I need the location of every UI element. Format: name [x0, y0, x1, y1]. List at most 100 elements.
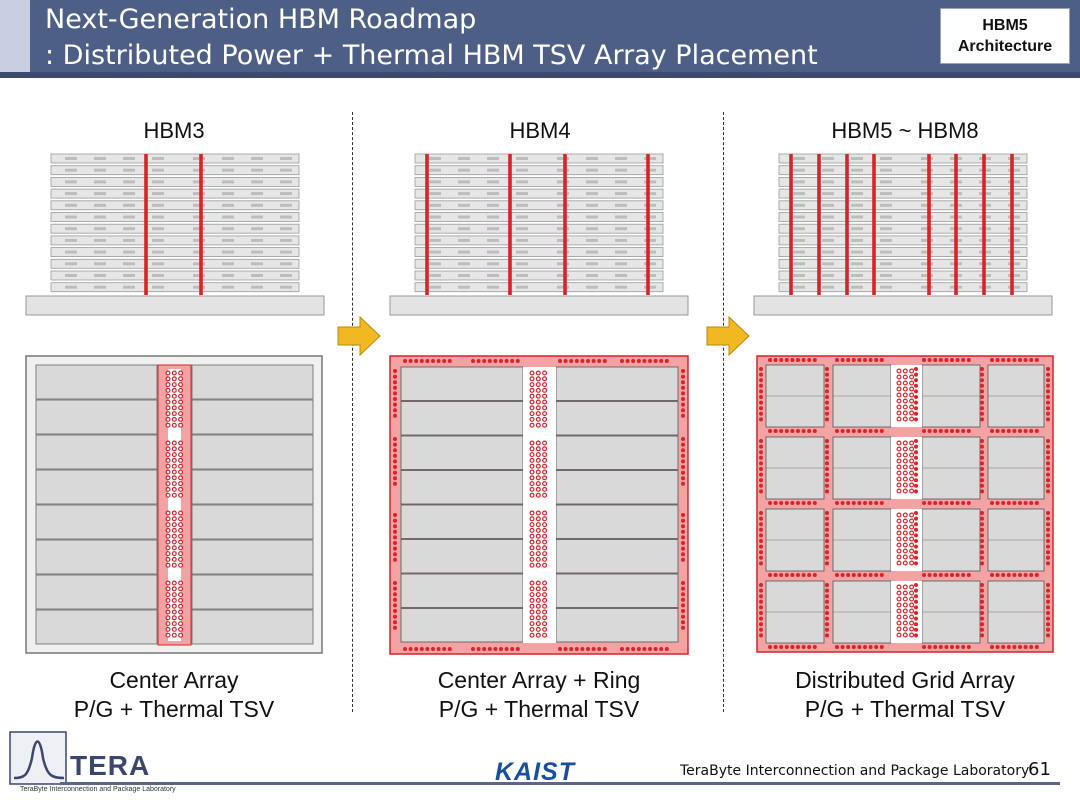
- memory-bank: [555, 539, 679, 574]
- memory-bank: [555, 470, 679, 505]
- tsv-via: [896, 554, 902, 560]
- tsv-via: [909, 392, 915, 398]
- tsv-via: [659, 359, 664, 363]
- microbump: [152, 274, 164, 277]
- tsv-via: [681, 609, 685, 613]
- microbump: [615, 274, 627, 277]
- tsv-via: [874, 429, 879, 433]
- tsv-via: [393, 374, 397, 379]
- tsv-via: [980, 633, 984, 638]
- memory-bank: [400, 401, 524, 436]
- tsv-via: [1029, 358, 1034, 362]
- tsv-via: [529, 440, 535, 446]
- tsv-via: [825, 489, 829, 494]
- tsv-via: [896, 446, 902, 452]
- tsv-via: [909, 464, 915, 470]
- tsv-via: [535, 416, 541, 422]
- tsv-via: [851, 573, 856, 577]
- tsv-via: [846, 358, 851, 362]
- tsv-via: [909, 620, 915, 626]
- tsv-via: [171, 492, 177, 498]
- tsv-via: [681, 614, 685, 619]
- microbump: [615, 215, 627, 219]
- tsv-via: [510, 647, 515, 651]
- tsv-via: [914, 544, 918, 549]
- tsv-via: [1046, 583, 1050, 587]
- tsv-via: [868, 573, 873, 577]
- tsv-via: [914, 555, 918, 560]
- tsv-via: [914, 594, 918, 599]
- tsv-via: [165, 446, 171, 452]
- tsv-via: [980, 478, 984, 483]
- tsv-via: [436, 647, 441, 651]
- tsv-via: [165, 527, 171, 533]
- tsv-via: [529, 539, 535, 545]
- tsv-via: [425, 647, 430, 651]
- tsv-via: [902, 404, 908, 410]
- microbump: [487, 238, 499, 242]
- tsv-via: [535, 516, 541, 522]
- tsv-via: [896, 452, 902, 458]
- microbump: [516, 157, 528, 160]
- tsv-via: [171, 586, 177, 592]
- tsv-via: [980, 550, 984, 555]
- microbump: [94, 203, 106, 207]
- microbump: [65, 238, 77, 242]
- tsv-via: [414, 647, 419, 651]
- microbump: [615, 285, 627, 289]
- tsv-via: [980, 467, 984, 471]
- tsv-via: [1046, 444, 1050, 449]
- tsv-column: [845, 154, 849, 295]
- tsv-via: [812, 573, 817, 577]
- memory-bank: [400, 539, 524, 574]
- tsv-via: [171, 556, 177, 562]
- tsv-via: [1018, 645, 1022, 649]
- tsv-column: [954, 154, 958, 295]
- tsv-via: [165, 463, 171, 469]
- microbump: [557, 227, 569, 231]
- tsv-via: [759, 622, 763, 627]
- tsv-via: [902, 374, 908, 380]
- microbump: [280, 168, 292, 172]
- hbm5-8-stack-diagram: [753, 153, 1053, 316]
- tsv-via: [879, 429, 884, 433]
- tsv-via: [825, 561, 829, 566]
- tsv-via: [909, 458, 915, 464]
- tsv-via: [1023, 501, 1028, 505]
- tsv-via: [542, 580, 548, 586]
- tsv-via: [812, 429, 817, 433]
- tsv-via: [909, 410, 915, 416]
- tsv-via: [529, 446, 535, 452]
- tsv-via: [759, 522, 763, 527]
- tsv-via: [768, 501, 772, 505]
- tsv-via: [990, 573, 994, 577]
- tsv-via: [995, 573, 1000, 577]
- tsv-via: [165, 411, 171, 417]
- tsv-via: [171, 615, 177, 621]
- tsv-via: [902, 590, 908, 596]
- memory-bank: [555, 608, 679, 643]
- tsv-via: [681, 402, 685, 407]
- tsv-via: [529, 615, 535, 621]
- tsv-via: [171, 387, 177, 393]
- dram-die-layer: [414, 235, 664, 246]
- tsv-via: [542, 422, 548, 428]
- tsv-via: [909, 554, 915, 560]
- tsv-via: [825, 611, 829, 615]
- tsv-via: [902, 602, 908, 608]
- microbump: [644, 168, 656, 172]
- microbump: [458, 227, 470, 231]
- tsv-via: [535, 615, 541, 621]
- tsv-via: [178, 551, 184, 557]
- microbump: [921, 215, 933, 219]
- tsv-via: [914, 395, 918, 399]
- microbump: [851, 192, 863, 196]
- tsv-via: [529, 533, 535, 539]
- tsv-via: [591, 647, 596, 651]
- tsv-via: [902, 554, 908, 560]
- tsv-via: [909, 374, 915, 380]
- tsv-via: [1046, 561, 1050, 566]
- tsv-via: [914, 389, 918, 394]
- tsv-via: [535, 411, 541, 417]
- tsv-via: [966, 645, 971, 649]
